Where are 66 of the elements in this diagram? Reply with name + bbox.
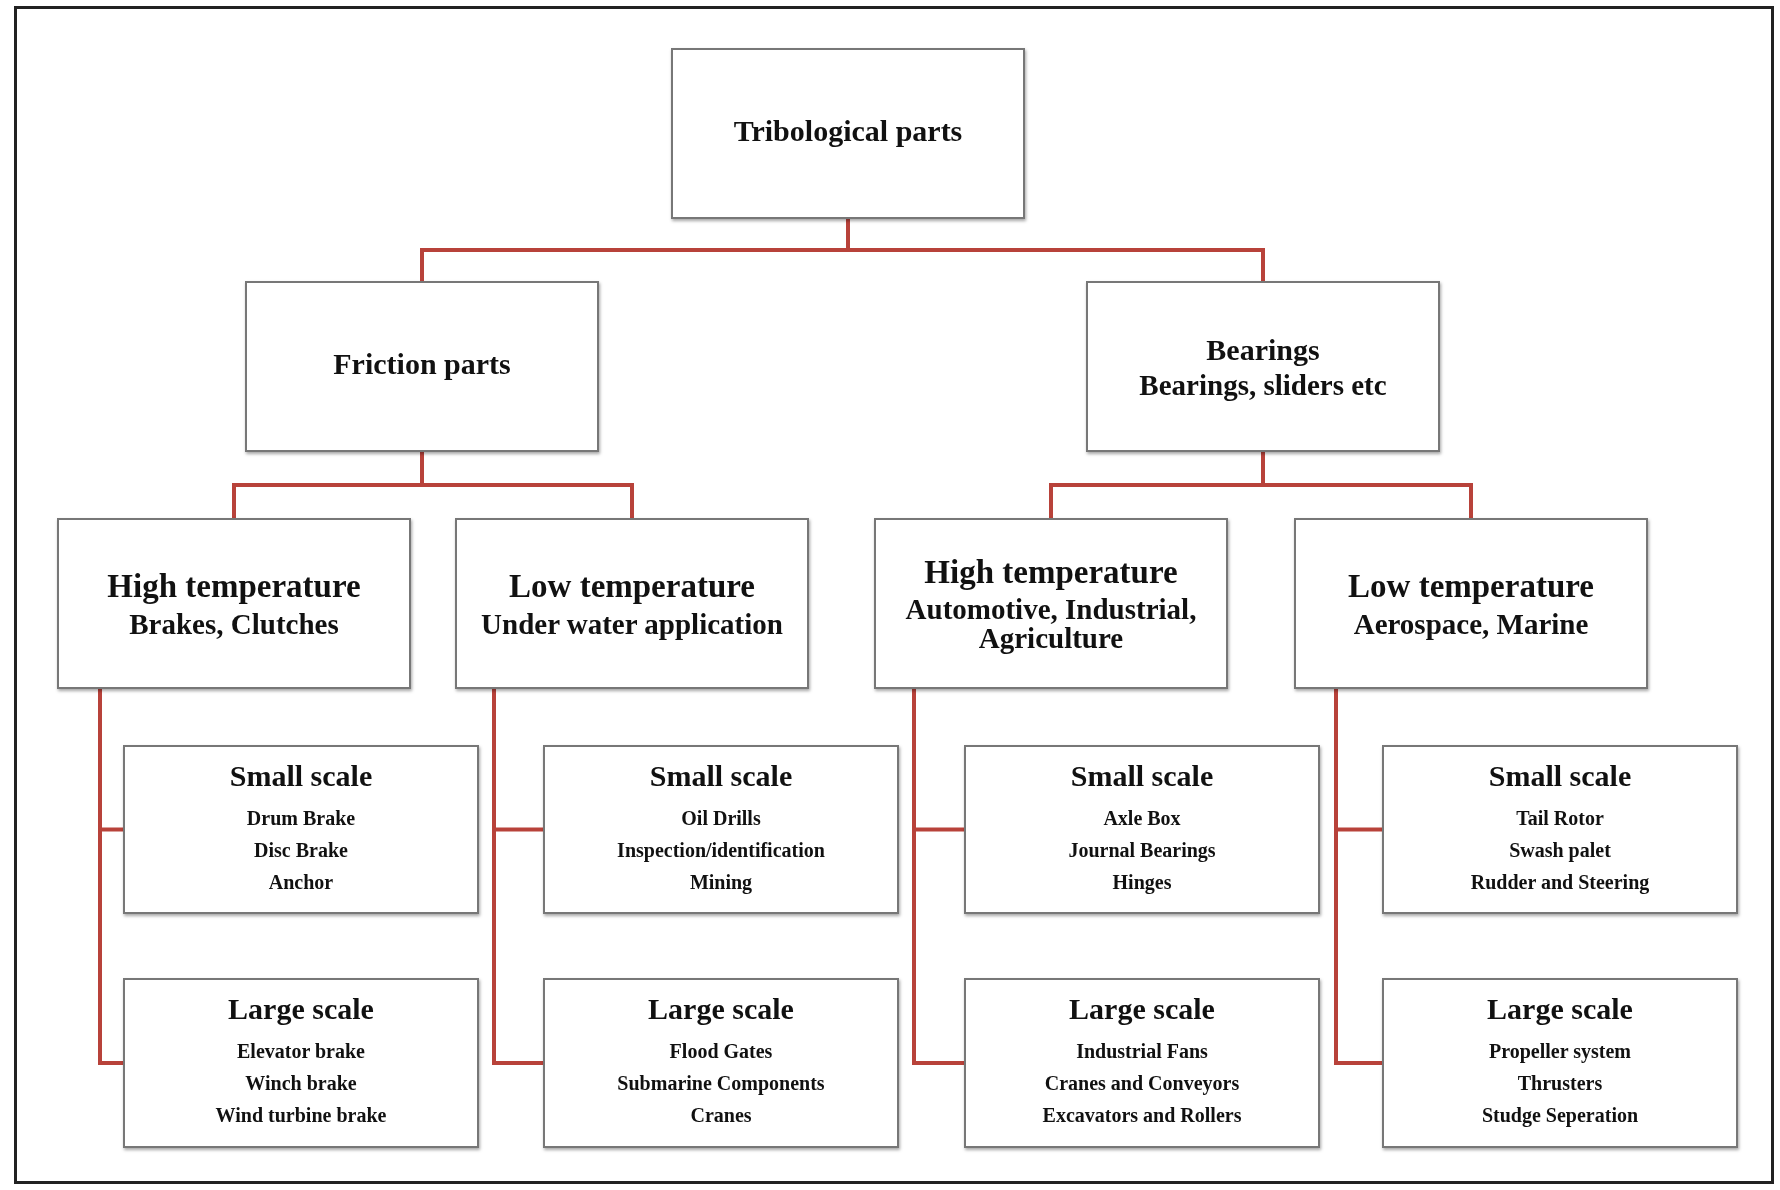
category-box (671, 48, 1025, 219)
box-text: Swash palet (1509, 837, 1611, 864)
box-text: Drum Brake (246, 805, 356, 831)
box-text: Anchor (268, 869, 334, 895)
box-heading: Large scale (648, 992, 794, 1027)
box-text: Under water application (481, 609, 783, 639)
connector-line (98, 689, 123, 1065)
category-box (57, 518, 411, 689)
box-text: Wind turbine brake (215, 1102, 387, 1128)
box-text: Flood Gates (669, 1038, 773, 1064)
connector-line (420, 452, 634, 518)
box-text: Inspection/identification (617, 837, 825, 864)
box-text: Submarine Components (617, 1070, 825, 1097)
box-text: Brakes, Clutches (129, 609, 339, 639)
box-text: Automotive, Industrial, Agriculture (904, 595, 1198, 654)
box-text: Hinges (1112, 869, 1172, 896)
connector-line (492, 689, 543, 1065)
connector-line (846, 219, 1265, 281)
box-text: Disc Brake (254, 837, 348, 863)
box-heading: Small scale (1070, 759, 1214, 794)
box-text: Cranes (690, 1102, 752, 1128)
box-text: Winch brake (245, 1070, 357, 1096)
box-text: Propeller system (1489, 1038, 1631, 1065)
box-text: Journal Bearings (1068, 837, 1216, 864)
category-box (1382, 978, 1738, 1148)
box-text: Oil Drills (681, 805, 761, 831)
category-box (543, 978, 899, 1148)
box-heading: Large scale (1069, 992, 1215, 1027)
category-box (1294, 518, 1648, 689)
box-heading: Low temperature (1348, 568, 1594, 606)
box-text: Bearings, sliders etc (1139, 371, 1387, 401)
connector-line (1261, 452, 1473, 518)
box-heading: Large scale (228, 992, 374, 1027)
category-box (455, 518, 809, 689)
box-heading: Small scale (229, 759, 373, 794)
category-box (123, 745, 479, 914)
box-text: Studge Seperation (1481, 1102, 1639, 1129)
box-text: Elevator brake (237, 1038, 365, 1064)
box-heading: Bearings (1206, 332, 1320, 368)
box-heading: Friction parts (333, 347, 511, 382)
category-box (123, 978, 479, 1148)
box-heading: High temperature (107, 568, 361, 606)
connector-line (912, 689, 964, 1065)
category-box (245, 281, 599, 452)
box-text: Thrusters (1517, 1070, 1603, 1096)
box-heading: Small scale (1488, 759, 1632, 794)
box-text: Aerospace, Marine (1353, 609, 1589, 639)
box-text: Cranes and Conveyors (1044, 1070, 1240, 1097)
box-text: Excavators and Rollers (1042, 1102, 1242, 1128)
connector-line (1334, 689, 1382, 1065)
category-box (964, 978, 1320, 1148)
box-text: Tail Rotor (1516, 805, 1604, 831)
box-text: Axle Box (1103, 805, 1181, 831)
box-text: Rudder and Steering (1470, 869, 1650, 896)
box-text: Industrial Fans (1076, 1038, 1208, 1064)
box-heading: Tribological parts (733, 114, 963, 149)
box-heading: High temperature (924, 553, 1178, 592)
box-heading: Large scale (1487, 992, 1633, 1027)
category-box (543, 745, 899, 914)
category-box (1382, 745, 1738, 914)
category-box (964, 745, 1320, 914)
box-heading: Small scale (649, 759, 793, 794)
box-text: Mining (689, 869, 753, 896)
box-heading: Low temperature (509, 568, 755, 606)
category-box (1086, 281, 1440, 452)
category-box (874, 518, 1228, 689)
